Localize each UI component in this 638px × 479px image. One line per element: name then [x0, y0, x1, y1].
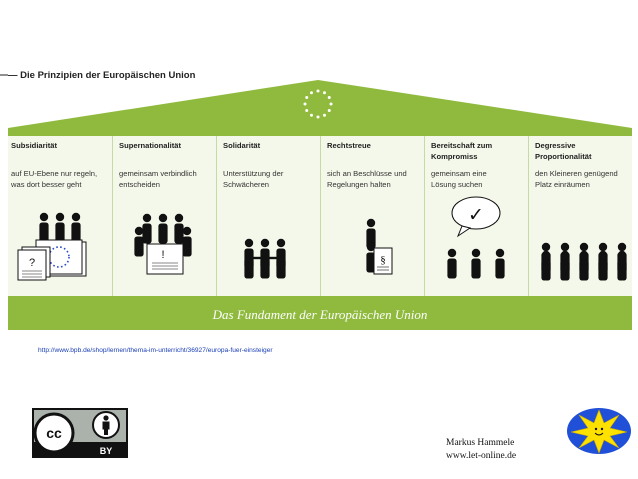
speech-bubble-icon — [451, 196, 501, 230]
eu-star — [310, 91, 313, 95]
exclamation-document-icon — [146, 243, 184, 275]
eu-stars-icon — [303, 89, 333, 119]
author-name: Markus Hammele — [446, 438, 515, 448]
roof-beam — [8, 128, 632, 136]
svg-text:!: ! — [161, 249, 164, 261]
eu-star — [329, 102, 333, 106]
foundation-band — [8, 296, 632, 330]
eu-star — [327, 96, 331, 99]
source-link[interactable]: http://www.bpb.de/shop/lernen/thema-im-u… — [38, 347, 273, 354]
eu-star — [323, 113, 326, 117]
heading-solidaritaet: Solidarität — [223, 141, 261, 150]
column-divider — [216, 136, 217, 298]
pictograms: ? ! § ✓ — [17, 196, 627, 281]
eu-star — [305, 96, 309, 99]
foundation-label: Das Fundament der Europäischen Union — [212, 307, 428, 322]
cc-by-license-badge[interactable]: cc BY — [32, 408, 128, 458]
creative-commons-icon — [33, 412, 75, 454]
eu-star — [316, 89, 320, 93]
question-document-icon — [17, 249, 47, 281]
subsidiaritaet-pictogram: ? — [17, 212, 87, 281]
eu-star — [305, 109, 309, 112]
roof — [0, 74, 632, 136]
heading-rechtstreue: Rechtstreue — [327, 141, 371, 150]
roof-triangle — [8, 80, 632, 128]
eu-star — [310, 113, 313, 117]
eu-star — [323, 91, 326, 95]
svg-text:BY: BY — [100, 446, 113, 456]
column-divider — [424, 136, 425, 298]
sun-logo-icon — [567, 408, 631, 454]
svg-text:§: § — [380, 254, 386, 266]
page-title: — Die Prinzipien der Europäischen Union — [8, 70, 196, 81]
svg-text:?: ? — [29, 257, 35, 269]
kompromiss-pictogram: ✓ — [447, 196, 505, 279]
author-website[interactable]: www.let-online.de — [446, 451, 517, 461]
eu-star — [327, 109, 331, 112]
svg-text:cc: cc — [46, 425, 62, 441]
column-divider — [528, 136, 529, 298]
column-divider — [320, 136, 321, 298]
paragraph-document-icon — [373, 247, 393, 275]
author-credit: Markus Hammele www.let-online.de — [446, 437, 516, 463]
check-icon: ✓ — [468, 204, 484, 226]
degressive-proportionalitaet-pictogram — [541, 242, 627, 281]
heading-supernationalitaet: Supernationalität — [119, 141, 182, 150]
eu-star — [316, 115, 320, 119]
supernationalitaet-pictogram: ! — [134, 213, 192, 275]
eu-star — [303, 102, 307, 106]
desc-subsidiaritaet: auf EU-Ebene nur regeln,was dort besser … — [11, 169, 98, 189]
heading-subsidiaritaet: Subsidiarität — [11, 141, 57, 150]
rechtstreue-pictogram: § — [366, 218, 393, 275]
column-divider — [112, 136, 113, 298]
solidaritaet-pictogram — [244, 238, 286, 279]
